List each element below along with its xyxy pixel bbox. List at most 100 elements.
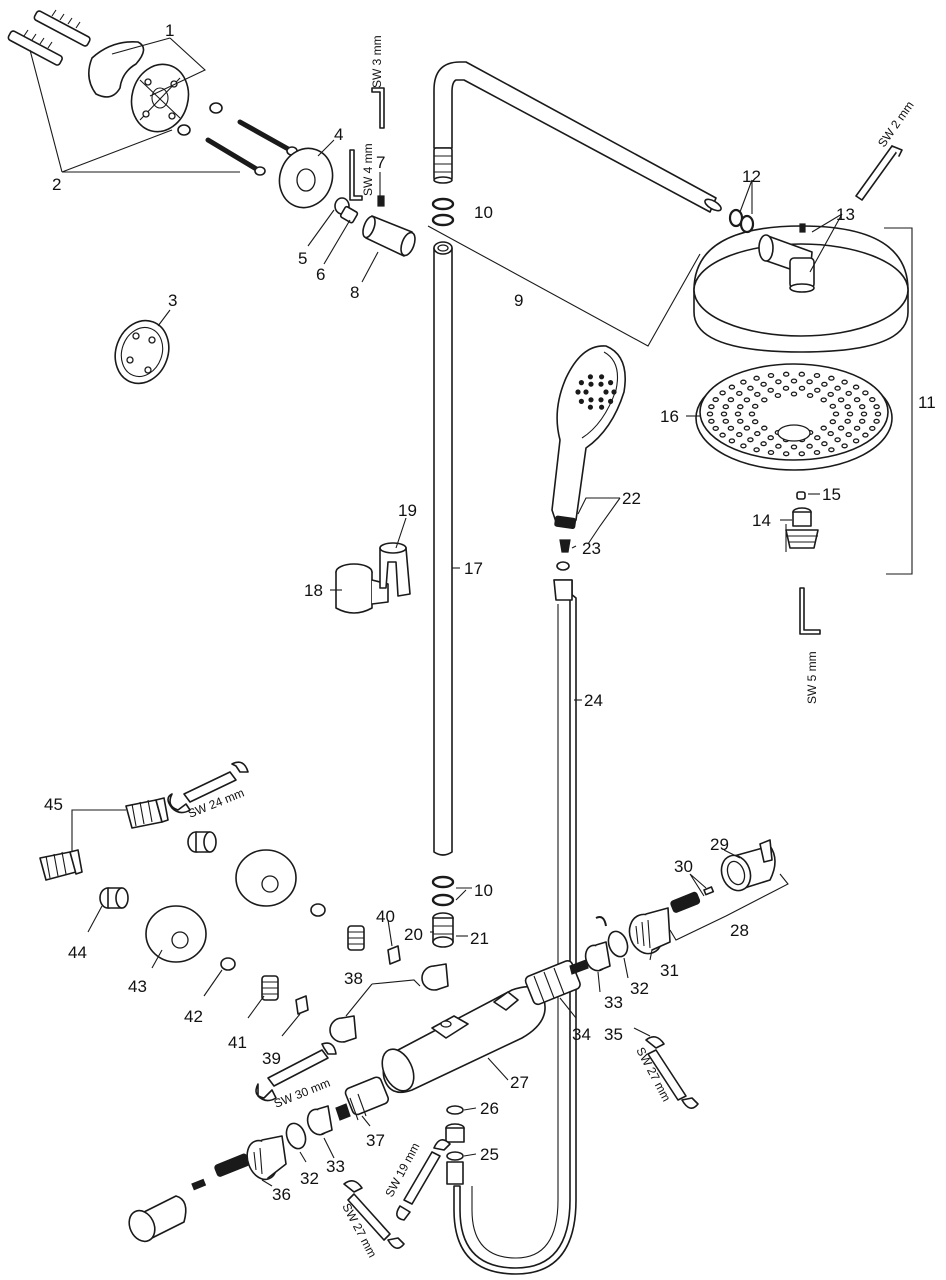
nozzle-dot	[829, 403, 837, 409]
wall-plug-lower	[7, 29, 63, 66]
nozzle-dot	[736, 390, 743, 396]
hand-nozzle-dot	[578, 380, 585, 386]
callout-23: 23	[582, 539, 601, 558]
callout-1: 1	[165, 21, 174, 40]
hex-key-2mm	[855, 145, 903, 201]
flow-handle-screw	[191, 1178, 207, 1191]
hex-key-3mm	[371, 87, 385, 129]
nozzle-dot	[790, 444, 798, 450]
wall-mount-group	[7, 9, 416, 385]
right-o-ring	[607, 930, 629, 958]
nozzle-dot	[774, 392, 782, 399]
spindle-extension	[670, 886, 715, 913]
nozzle-dot	[841, 379, 848, 385]
nozzle-dot	[845, 432, 852, 438]
callout-32-left: 32	[300, 1169, 319, 1188]
nozzle-dot	[712, 397, 719, 403]
nozzle-dot	[821, 441, 828, 447]
nozzle-dot	[841, 443, 848, 449]
nozzle-dot	[827, 431, 834, 437]
callout-30: 30	[674, 857, 693, 876]
nozzle-dot	[740, 443, 747, 449]
nozzle-dot	[834, 437, 841, 443]
wall-screw-upper	[237, 119, 298, 156]
callout-26: 26	[480, 1099, 499, 1118]
hand-shower-holder	[335, 542, 411, 614]
hex-key-5mm	[799, 587, 821, 635]
flow-spindle	[214, 1153, 250, 1177]
flat-washer-a	[220, 957, 236, 971]
nozzle-dot	[782, 385, 790, 391]
hand-nozzle-dot	[607, 398, 614, 404]
union-nut-a	[329, 1015, 357, 1043]
nozzle-dot	[828, 447, 835, 453]
spray-face	[695, 363, 893, 471]
nozzle-dot	[782, 451, 790, 457]
callout-43: 43	[128, 977, 147, 996]
callout-24: 24	[584, 691, 603, 710]
tool-size-labels: SW 3 mm SW 4 mm SW 2 mm SW 5 mm SW 24 mm…	[186, 35, 917, 1259]
check-valve-a	[261, 975, 279, 1001]
callout-25: 25	[480, 1145, 499, 1164]
nozzle-dot	[862, 390, 869, 396]
nozzle-dot	[827, 391, 834, 397]
cover-rose-spare	[114, 319, 170, 385]
callout-8: 8	[350, 283, 359, 302]
shower-arm	[433, 61, 722, 213]
wall-rose	[278, 147, 334, 209]
nozzle-dot	[751, 403, 759, 409]
callout-12: 12	[742, 167, 761, 186]
nozzle-dot	[813, 449, 821, 456]
nozzle-dot	[860, 411, 868, 417]
wall-connector-sleeve	[362, 215, 416, 257]
nozzle-dot	[767, 449, 775, 456]
leader-9	[427, 225, 701, 347]
nozzle-dot	[873, 404, 880, 410]
nozzle-dot	[806, 443, 813, 449]
callout-33-left: 33	[326, 1157, 345, 1176]
hand-nozzle-dot	[598, 374, 605, 380]
cover-rose-b	[235, 849, 297, 907]
riser-adapter	[432, 912, 454, 948]
hand-nozzle-dot	[603, 389, 609, 395]
spray-nozzles	[706, 371, 882, 457]
swivel-joint	[758, 234, 815, 293]
nozzle-dot	[834, 385, 841, 391]
nozzle-dot	[722, 418, 730, 424]
callout-41: 41	[228, 1033, 247, 1052]
nozzle-dot	[747, 437, 754, 443]
nozzle-dot	[734, 411, 742, 417]
callout-40: 40	[376, 907, 395, 926]
label-sw5: SW 5 mm	[805, 651, 819, 704]
callout-22: 22	[622, 489, 641, 508]
callout-29: 29	[710, 835, 729, 854]
nozzle-dot	[820, 397, 827, 403]
nozzle-dot	[828, 375, 835, 381]
wrench-sw27-right-icon	[645, 1036, 699, 1109]
nozzle-dot	[790, 391, 798, 397]
hand-nozzle-dot	[607, 380, 614, 386]
wall-plate-template	[88, 41, 145, 98]
callout-11: 11	[918, 393, 936, 412]
hand-nozzle-dot	[587, 404, 594, 410]
nozzle-dot	[760, 441, 767, 447]
nozzle-dot	[869, 397, 876, 403]
hand-nozzle-dot	[588, 381, 594, 387]
nozzle-dot	[753, 375, 760, 381]
callout-42: 42	[184, 1007, 203, 1026]
hand-nozzle-dot	[587, 374, 594, 380]
callout-7: 7	[376, 153, 385, 172]
hand-nozzle-dot	[598, 381, 604, 387]
nozzle-dot	[853, 425, 861, 431]
hand-shower-nozzles	[575, 374, 617, 410]
union-sleeve-b	[187, 831, 217, 853]
nozzle-dot	[814, 387, 821, 393]
nozzle-dot	[706, 411, 714, 417]
nozzle-dot	[743, 397, 751, 403]
nozzle-dot	[751, 419, 759, 425]
riser-rail	[433, 241, 453, 856]
retaining-clip	[595, 916, 607, 927]
cover-rose-a	[145, 905, 207, 963]
flat-washer-b	[310, 903, 326, 917]
